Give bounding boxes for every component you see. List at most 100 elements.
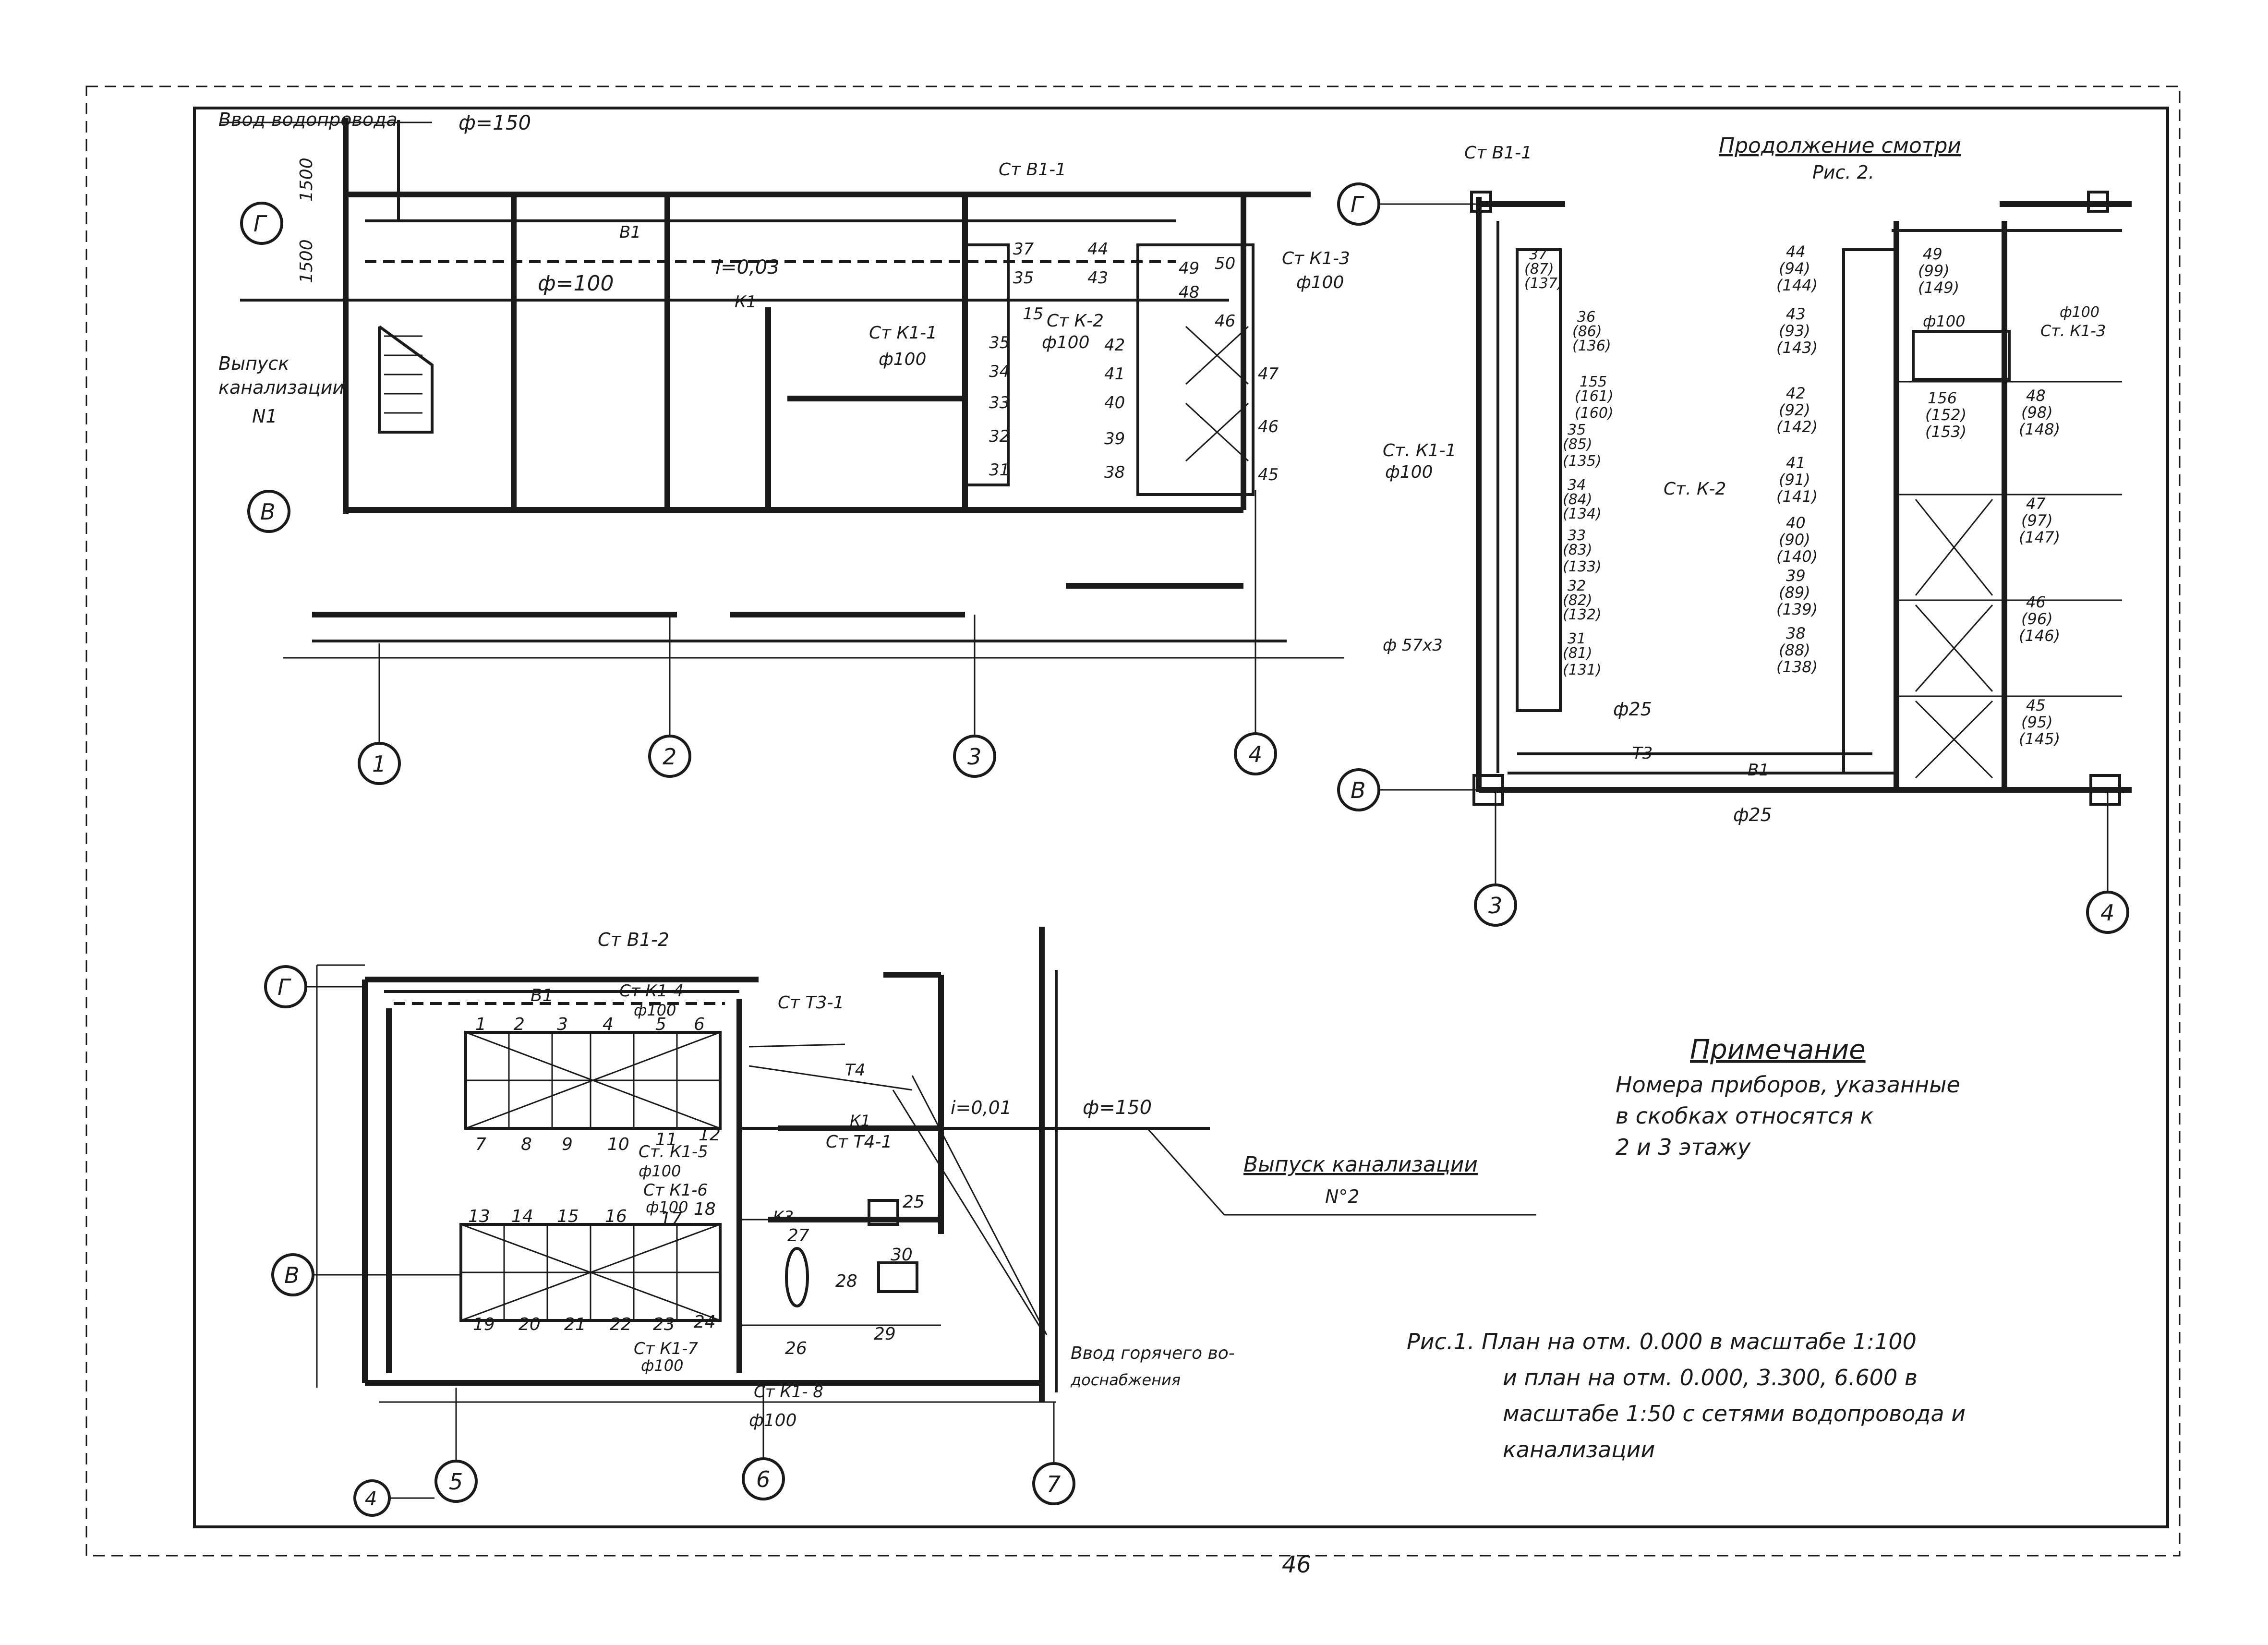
p1-fixture-37: 37 [1013,240,1034,259]
p2-r12: 46 [2026,593,2046,611]
p2-axis-4: 4 [2100,900,2114,926]
p3-axis-4: 4 [365,1488,377,1510]
p1-riser-k1-3-dia: ф100 [1296,273,1344,292]
p2-pipe-v1: В1 [1748,761,1769,780]
p3-riser-k1-4-dia: ф100 [634,1001,676,1019]
p2-riser-v1-1: Ст В1-1 [1464,143,1532,163]
p3-other-fixtures: 25 27 28 30 26 29 [785,1192,925,1358]
p1-fixture-46: 46 [1258,417,1279,436]
p2-r3: 156 [1928,389,1957,407]
p3-n18: 18 [694,1199,716,1219]
note-title: Примечание [1690,1034,1866,1065]
p3-n10: 10 [607,1135,629,1154]
p2-r11: (147) [2019,528,2060,546]
p1-fixture-34: 34 [989,362,1010,381]
p3-axis-7: 7 [1047,1471,1061,1497]
p3-n24: 24 [694,1312,716,1332]
p1-riser-k1-3: Ст К1-3 [1282,249,1350,268]
p3-n6: 6 [694,1015,705,1034]
p1-riser-k2: Ст К-2 [1047,311,1104,331]
p3-pipe-k3: К3 [773,1208,794,1226]
p1-slope: i=0,03 [715,256,780,278]
p2-m3: 43 [1786,305,1806,323]
p3-n9: 9 [562,1135,573,1154]
note-line2: в скобках относятся к [1616,1103,1874,1129]
p2-pipe-25a: ф25 [1613,699,1652,720]
p2-l2: (137) [1524,275,1563,292]
p3-riser-k1-8: Ст К1- 8 [754,1382,823,1402]
p3-n22: 22 [610,1315,632,1334]
p2-m4: (93) [1779,322,1810,340]
p2-r17: (145) [2019,730,2060,748]
p1-sewer-outlet: Выпуск [218,353,289,374]
p2-r2: (149) [1918,278,1959,297]
p1-fixture-35a: 35 [1013,268,1034,288]
p3-sewer-outlet-no: N°2 [1325,1186,1360,1207]
p2-r10: (97) [2021,511,2053,530]
p2-l7: (161) [1575,388,1614,405]
p2-m7: (92) [1779,401,1810,419]
p2-r9: 47 [2026,495,2046,513]
p3-n14: 14 [511,1207,533,1226]
p1-axis-1: 1 [372,751,386,777]
p3-n28: 28 [835,1271,857,1291]
p2-riser-k1-1-dia: ф100 [1385,462,1433,482]
p3-n17: 17 [660,1209,682,1229]
p2-l13: (84) [1563,491,1592,508]
p3-row1-top: 1 2 3 4 5 6 [475,1015,705,1034]
p2-r15: 45 [2026,696,2046,714]
p3-n23: 23 [653,1315,675,1334]
p3-hot-water-b: доснабжения [1070,1371,1181,1389]
p3-n26: 26 [785,1339,807,1358]
p3-pipe-v1: В1 [531,986,554,1005]
caption-line1: Рис.1. План на отм. 0.000 в масштабе 1:1… [1407,1329,1917,1355]
p2-r13: (96) [2021,610,2053,628]
p2-axis-3: 3 [1488,893,1502,919]
p2-r8: (148) [2019,420,2060,438]
p2-l6: 155 [1580,374,1607,390]
p3-riser-k1-7: Ст К1-7 [634,1339,698,1358]
p2-r14: (146) [2019,627,2060,645]
p1-axis-v: В [260,499,276,525]
p2-riser-k1-3: Ст. К1-3 [2040,322,2106,340]
p3-riser-k1-4: Ст К1-4 [619,981,684,1001]
p2-l8: (160) [1575,405,1614,422]
p2-l15: 33 [1568,527,1586,544]
p2-title: Продолжение смотри [1719,133,1961,158]
p2-riser-k2: Ст. К-2 [1664,479,1726,499]
plan-1 [221,118,1344,785]
p3-sewer-outlet: Выпуск канализации [1243,1152,1478,1177]
p3-n2: 2 [514,1015,525,1034]
p3-n15: 15 [557,1207,579,1226]
p1-fixture-38: 38 [1104,463,1125,482]
p1-fixture-32: 32 [989,427,1010,446]
caption-line4: канализации [1503,1437,1655,1463]
p3-hot-water: Ввод горячего во- [1071,1343,1235,1363]
p3-pipe-k1: К1 [850,1112,870,1130]
p2-pipe-57: ф 57x3 [1383,636,1443,655]
p3-axis-6: 6 [756,1466,770,1492]
p2-r1: (99) [1918,262,1950,280]
p2-r6: 48 [2026,387,2046,405]
p2-l18: 32 [1568,578,1586,594]
p2-m5: (143) [1776,339,1818,357]
p3-n1: 1 [475,1015,486,1034]
p1-pipe-k1: К1 [735,292,757,312]
p2-l14: (134) [1563,506,1602,522]
p2-m13: (90) [1779,531,1810,549]
p3-axis-g: Г [277,974,291,1000]
note-line3: 2 и 3 этажу [1616,1134,1751,1160]
p2-l4: (86) [1572,323,1602,340]
p3-n7: 7 [475,1135,486,1154]
note-line1: Номера приборов, указанные [1616,1072,1960,1098]
p3-riser-k1-8-dia: ф100 [749,1411,797,1430]
p1-axis-g: Г [253,211,267,237]
p2-r7: (98) [2021,403,2053,422]
p2-l1: (87) [1524,261,1554,278]
p3-n29: 29 [874,1324,896,1344]
p3-riser-v1-2: Ст В1-2 [598,929,669,950]
caption-line3: масштабе 1:50 с сетями водопровода и [1503,1401,1966,1427]
p2-m1: (94) [1779,259,1810,278]
p2-right-numbers: 49 (99) (149) 156 (152) (153) 48 (98) (1… [1918,245,2060,748]
p1-dim-top: 1500 [297,157,316,202]
